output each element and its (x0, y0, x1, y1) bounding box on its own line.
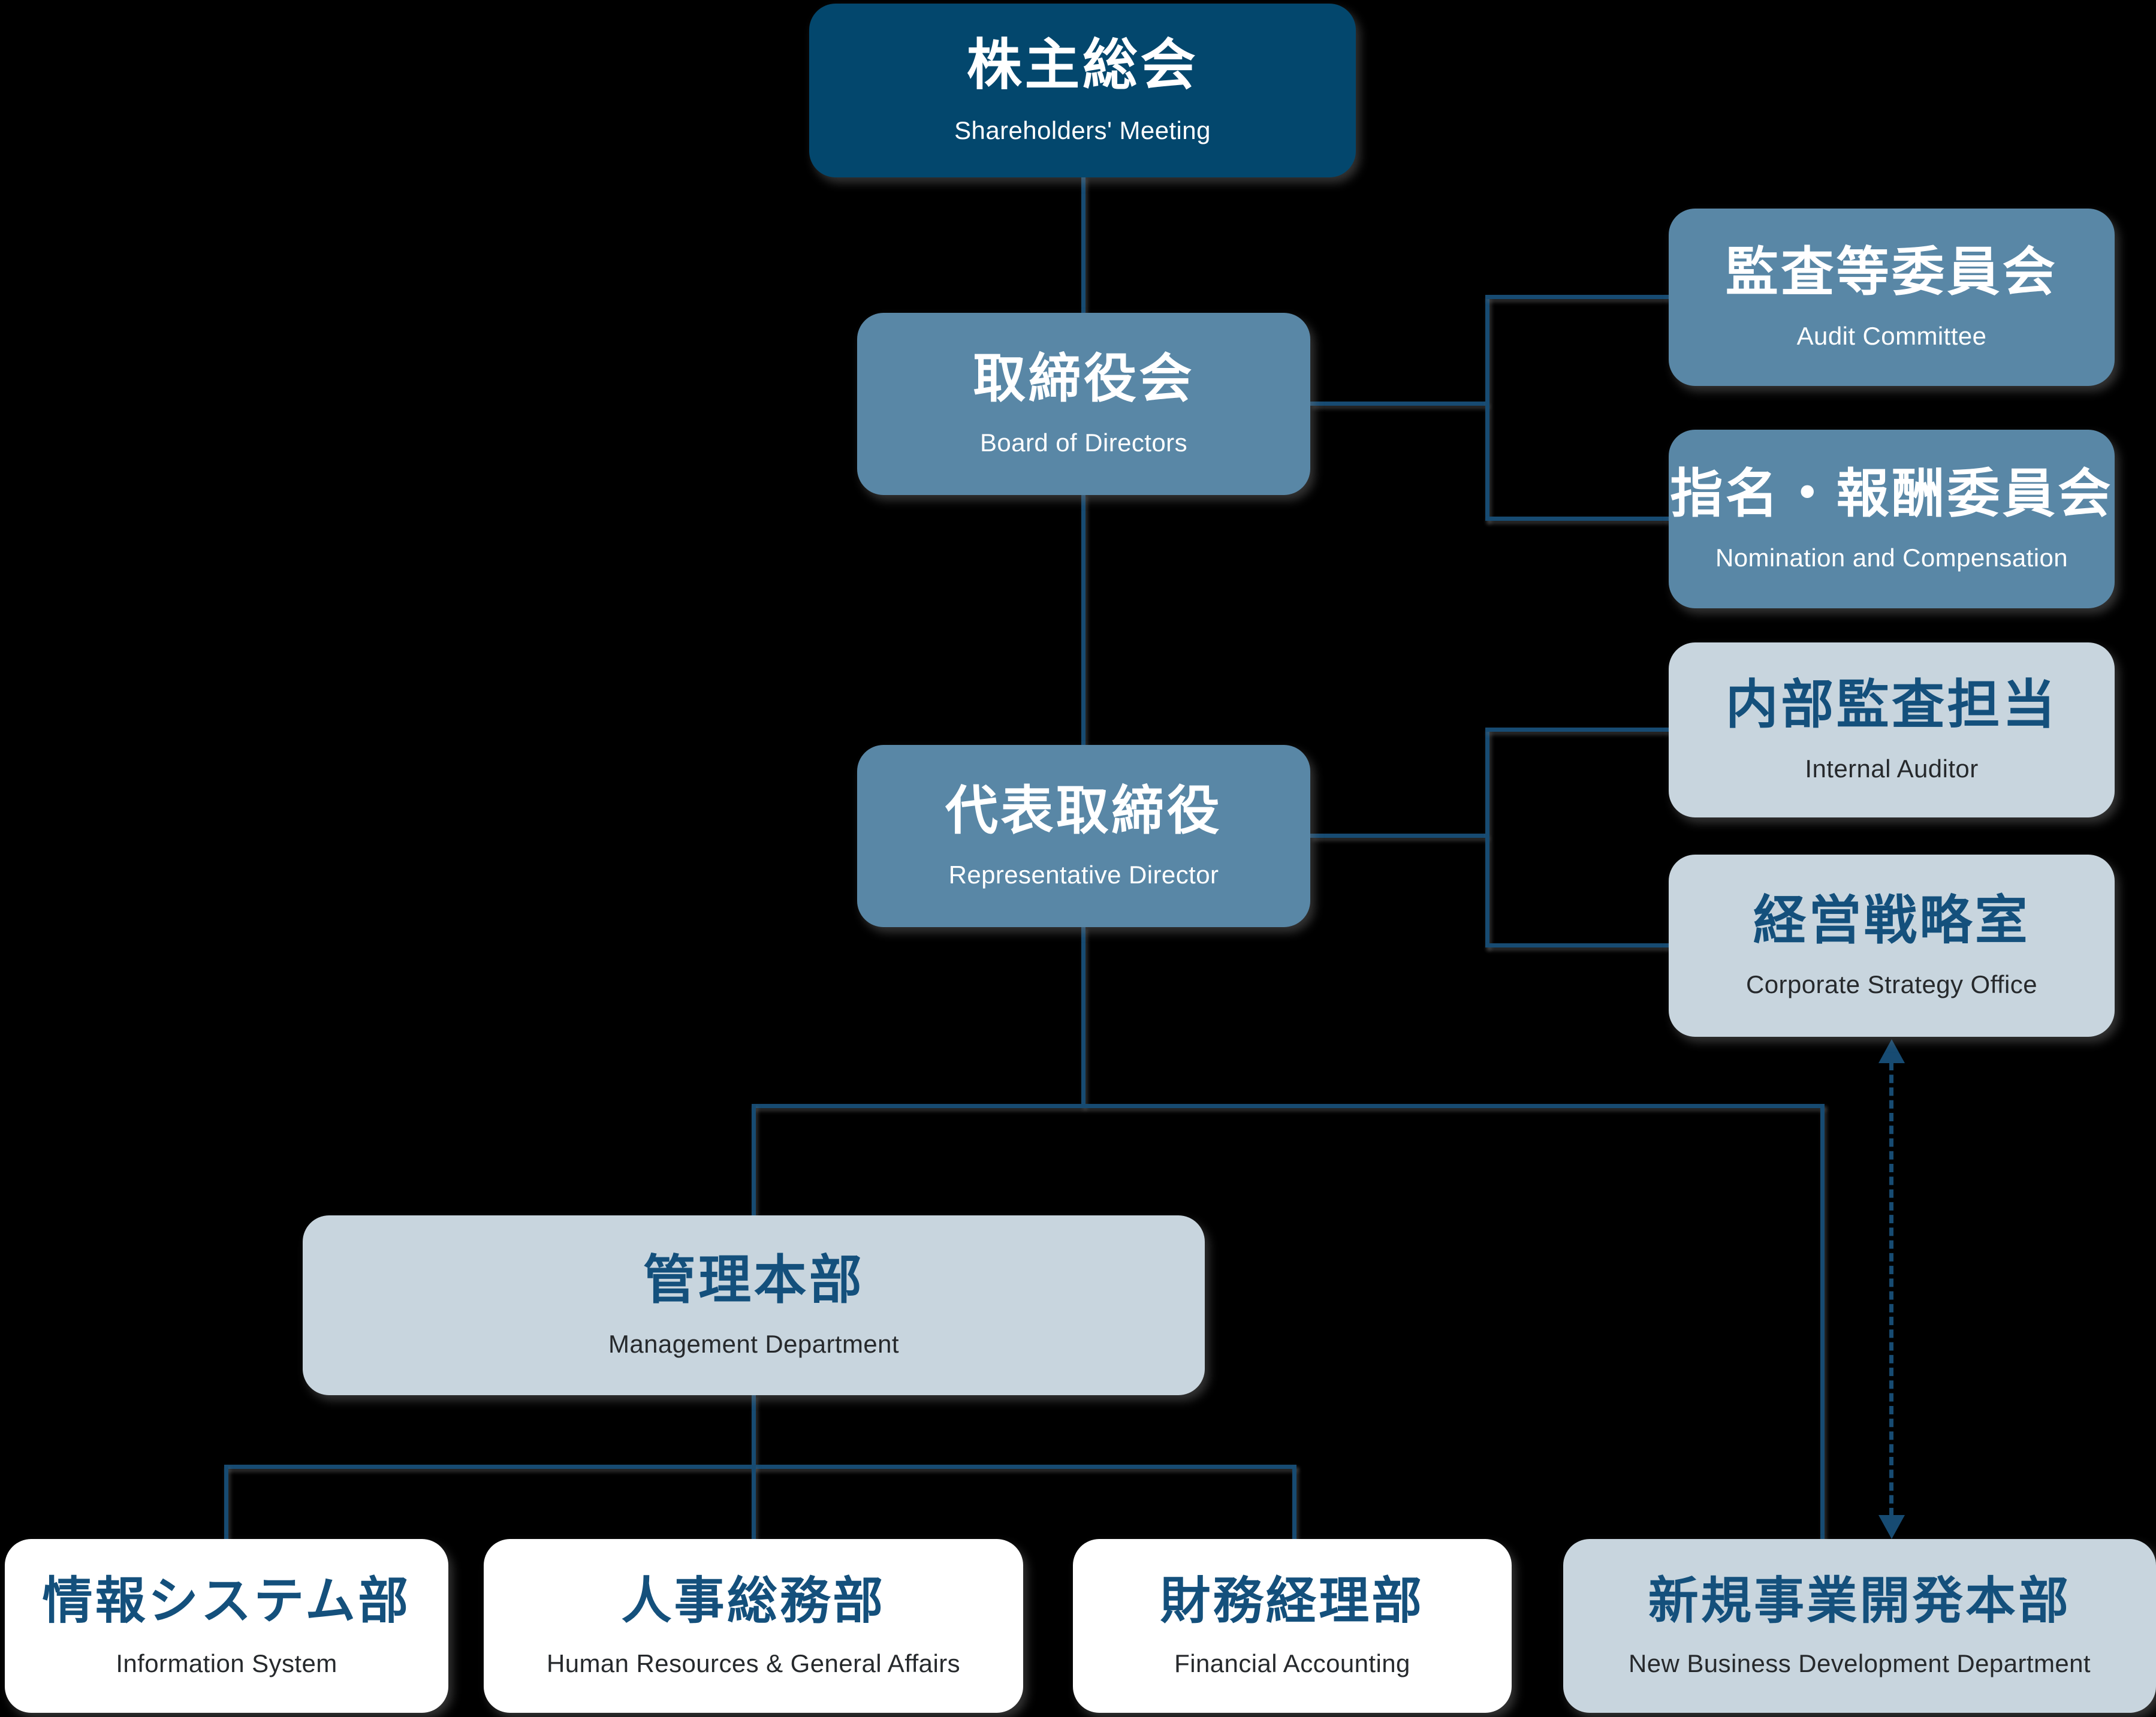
connector-board-committees (1310, 402, 1488, 406)
node-jp-title: 管理本部 (643, 1250, 865, 1309)
node-jp-title: 新規事業開発本部 (1648, 1573, 2071, 1629)
node-jp-title: 人事総務部 (621, 1573, 886, 1629)
connector-stub-nomination (1485, 517, 1669, 521)
node-jp-title: 代表取締役 (945, 781, 1222, 840)
node-representative-director: 代表取締役 Representative Director (857, 745, 1310, 927)
connector-shareholders-board (1081, 175, 1085, 315)
node-jp-title: 経営戦略室 (1753, 891, 2030, 950)
arrow-up-icon (1878, 1039, 1905, 1063)
node-en-subtitle: Management Department (608, 1330, 900, 1358)
node-en-subtitle: Corporate Strategy Office (1746, 970, 2037, 998)
node-human-resources-general-affairs: 人事総務部 Human Resources & General Affairs (484, 1539, 1023, 1713)
node-internal-auditor: 内部監査担当 Internal Auditor (1669, 642, 2115, 817)
node-jp-title: 内部監査担当 (1725, 675, 2058, 734)
node-board-of-directors: 取締役会 Board of Directors (857, 313, 1310, 495)
connector-umbrella-to-nbd (1820, 1104, 1825, 1540)
connector-stub-internal-audit (1485, 728, 1669, 732)
connector-to-finance (1292, 1465, 1296, 1540)
node-audit-committee: 監査等委員会 Audit Committee (1669, 209, 2115, 386)
node-new-business-development: 新規事業開発本部 New Business Development Depart… (1563, 1539, 2156, 1713)
node-en-subtitle: Board of Directors (979, 429, 1188, 457)
arrow-down-icon (1878, 1515, 1905, 1539)
node-en-subtitle: Human Resources & General Affairs (546, 1649, 961, 1677)
node-management-department: 管理本部 Management Department (303, 1215, 1205, 1395)
node-jp-title: 指名・報酬委員会 (1670, 464, 2113, 523)
node-en-subtitle: Nomination and Compensation (1715, 544, 2068, 572)
connector-to-hr (752, 1465, 756, 1540)
connector-stub-audit (1485, 295, 1669, 299)
connector-umbrella-to-management (752, 1104, 756, 1218)
connector-management-down (752, 1394, 756, 1467)
node-jp-title: 監査等委員会 (1725, 242, 2058, 301)
node-jp-title: 株主総会 (966, 35, 1199, 96)
node-en-subtitle: Audit Committee (1796, 322, 1987, 350)
node-en-subtitle: Financial Accounting (1174, 1649, 1410, 1677)
node-jp-title: 取締役会 (973, 349, 1195, 408)
connector-representative-right (1310, 834, 1488, 838)
node-nomination-compensation: 指名・報酬委員会 Nomination and Compensation (1669, 430, 2115, 608)
node-jp-title: 情報システム部 (42, 1573, 411, 1629)
dashed-link-strategy-nbd (1889, 1062, 1893, 1516)
node-shareholders-meeting: 株主総会 Shareholders' Meeting (809, 4, 1356, 177)
connector-to-info-system (224, 1465, 228, 1540)
connector-bottom-horizontal (224, 1465, 1296, 1469)
node-en-subtitle: Information System (116, 1649, 337, 1677)
node-financial-accounting: 財務経理部 Financial Accounting (1073, 1539, 1512, 1713)
connector-stub-strategy (1485, 943, 1669, 947)
node-corporate-strategy-office: 経営戦略室 Corporate Strategy Office (1669, 855, 2115, 1037)
node-information-system: 情報システム部 Information System (5, 1539, 448, 1713)
node-en-subtitle: Internal Auditor (1805, 755, 1979, 783)
node-en-subtitle: New Business Development Department (1628, 1649, 2091, 1677)
connector-committees-trunk (1485, 295, 1489, 521)
connector-right-trunk (1485, 728, 1489, 947)
connector-board-representative (1081, 493, 1085, 747)
connector-representative-down (1081, 926, 1085, 1107)
node-en-subtitle: Representative Director (948, 861, 1219, 889)
node-jp-title: 財務経理部 (1160, 1573, 1425, 1629)
connector-umbrella-horizontal (752, 1104, 1825, 1108)
node-en-subtitle: Shareholders' Meeting (954, 116, 1211, 144)
